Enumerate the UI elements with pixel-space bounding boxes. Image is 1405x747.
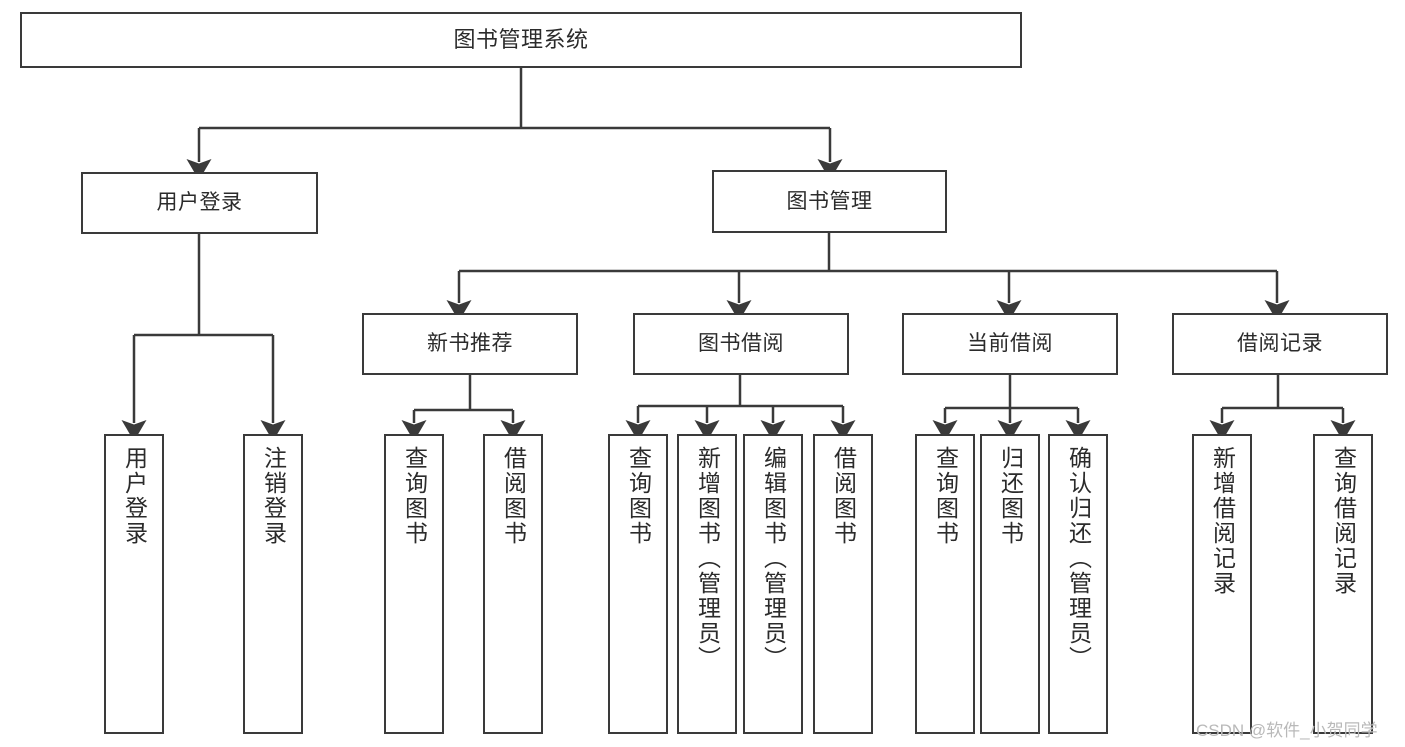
node-label: 确认归还（管理员）	[1065, 446, 1092, 671]
leaf-query-book-current[interactable]: 查询图书	[915, 434, 975, 734]
leaf-user-login[interactable]: 用户登录	[104, 434, 164, 734]
node-label: 查询借阅记录	[1330, 446, 1357, 596]
leaf-query-borrow-record[interactable]: 查询借阅记录	[1313, 434, 1373, 734]
node-label: 查询图书	[401, 446, 428, 546]
node-borrow-record[interactable]: 借阅记录	[1172, 313, 1388, 375]
leaf-add-book-admin[interactable]: 新增图书（管理员）	[677, 434, 737, 734]
node-label: 查询图书	[932, 446, 959, 546]
node-label: 用户登录	[121, 446, 148, 546]
node-label: 归还图书	[997, 446, 1024, 546]
node-book-management-system[interactable]: 图书管理系统	[20, 12, 1022, 68]
node-label: 用户登录	[156, 191, 243, 215]
node-label: 新增图书（管理员）	[694, 446, 721, 671]
node-label: 新书推荐	[427, 332, 513, 356]
node-label: 当前借阅	[967, 332, 1053, 356]
leaf-add-borrow-record[interactable]: 新增借阅记录	[1192, 434, 1252, 734]
node-book-management[interactable]: 图书管理	[712, 170, 947, 233]
leaf-query-book-borrow[interactable]: 查询图书	[608, 434, 668, 734]
node-book-borrow[interactable]: 图书借阅	[633, 313, 849, 375]
node-user-login[interactable]: 用户登录	[81, 172, 318, 234]
leaf-confirm-return-admin[interactable]: 确认归还（管理员）	[1048, 434, 1108, 734]
node-label: 图书管理	[786, 189, 873, 213]
leaf-borrow-book[interactable]: 借阅图书	[813, 434, 873, 734]
node-label: 图书借阅	[698, 332, 784, 356]
node-label: 新增借阅记录	[1209, 446, 1236, 596]
leaf-borrow-book-recommend[interactable]: 借阅图书	[483, 434, 543, 734]
node-label: 借阅记录	[1237, 332, 1323, 356]
node-label: 借阅图书	[830, 446, 857, 546]
node-label: 借阅图书	[500, 446, 527, 546]
node-current-borrow[interactable]: 当前借阅	[902, 313, 1118, 375]
node-label: 查询图书	[625, 446, 652, 546]
node-new-book-recommend[interactable]: 新书推荐	[362, 313, 578, 375]
node-label: 注销登录	[260, 446, 287, 546]
leaf-logout-login[interactable]: 注销登录	[243, 434, 303, 734]
leaf-query-book-recommend[interactable]: 查询图书	[384, 434, 444, 734]
node-label: 图书管理系统	[453, 26, 589, 52]
node-label: 编辑图书（管理员）	[760, 446, 787, 671]
leaf-edit-book-admin[interactable]: 编辑图书（管理员）	[743, 434, 803, 734]
leaf-return-book[interactable]: 归还图书	[980, 434, 1040, 734]
